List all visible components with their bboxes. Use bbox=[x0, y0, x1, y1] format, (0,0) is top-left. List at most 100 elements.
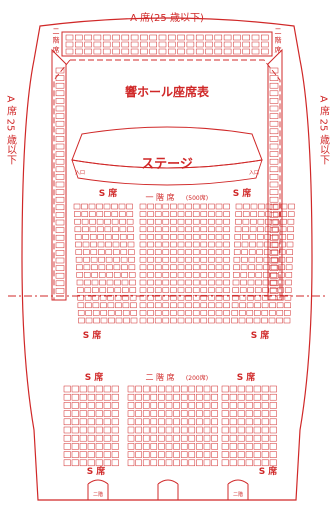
seat bbox=[63, 443, 71, 450]
seat bbox=[79, 426, 87, 434]
seat bbox=[139, 241, 147, 248]
seat bbox=[223, 310, 230, 316]
seat bbox=[55, 128, 65, 135]
seat bbox=[119, 226, 127, 233]
seat bbox=[119, 211, 126, 217]
seat bbox=[278, 272, 285, 278]
seat bbox=[180, 418, 188, 426]
seat bbox=[245, 402, 253, 409]
seat bbox=[103, 434, 111, 442]
seat bbox=[111, 443, 119, 450]
seat bbox=[271, 256, 278, 263]
seat bbox=[139, 203, 147, 210]
seat bbox=[251, 41, 260, 48]
seat bbox=[255, 279, 262, 286]
seat bbox=[285, 264, 293, 271]
seat bbox=[245, 451, 253, 458]
seat bbox=[215, 249, 223, 255]
seat bbox=[121, 272, 128, 278]
seat bbox=[223, 234, 230, 240]
seat bbox=[118, 203, 126, 210]
seat bbox=[162, 279, 170, 286]
seat bbox=[221, 402, 229, 409]
seat bbox=[232, 279, 240, 286]
seat bbox=[122, 302, 130, 309]
second-floor-box-right-label: 二 階 席 bbox=[274, 27, 282, 54]
seat bbox=[234, 234, 242, 240]
seat bbox=[232, 287, 239, 293]
seat bbox=[79, 410, 87, 417]
s-seat-label-lower-left: S 席 bbox=[85, 371, 104, 383]
seat bbox=[103, 410, 111, 417]
seat bbox=[74, 234, 82, 240]
seat bbox=[269, 426, 277, 434]
seat bbox=[82, 226, 89, 233]
seat bbox=[140, 41, 148, 48]
seat bbox=[269, 219, 279, 226]
seat bbox=[142, 418, 150, 426]
seat bbox=[269, 443, 277, 450]
seat bbox=[188, 393, 196, 401]
seat bbox=[162, 317, 170, 324]
seat bbox=[242, 234, 249, 240]
seat bbox=[71, 393, 79, 401]
seat bbox=[242, 34, 250, 41]
seat bbox=[162, 203, 170, 210]
seat bbox=[112, 34, 120, 41]
second-floor-seats bbox=[63, 385, 277, 467]
seat bbox=[269, 212, 279, 218]
seat bbox=[235, 211, 242, 217]
seat bbox=[200, 256, 208, 263]
seat bbox=[203, 410, 211, 417]
seat bbox=[162, 302, 170, 309]
seat bbox=[271, 241, 279, 248]
seat bbox=[63, 434, 71, 442]
seat bbox=[261, 402, 269, 409]
seat bbox=[142, 451, 150, 458]
seat bbox=[147, 279, 154, 286]
seat bbox=[180, 434, 188, 442]
seat bbox=[200, 218, 208, 225]
seat bbox=[87, 393, 95, 401]
seat bbox=[278, 249, 286, 255]
seat bbox=[269, 82, 279, 89]
seat bbox=[139, 317, 147, 324]
seat bbox=[127, 426, 135, 434]
seat bbox=[233, 249, 241, 255]
seat bbox=[215, 272, 223, 278]
seat bbox=[55, 67, 65, 74]
seat bbox=[177, 317, 185, 324]
stage-front bbox=[71, 159, 263, 186]
seat bbox=[262, 279, 270, 286]
seat bbox=[77, 287, 84, 293]
seat bbox=[253, 393, 261, 401]
seat bbox=[269, 459, 277, 467]
seat bbox=[245, 385, 253, 393]
seat bbox=[223, 48, 232, 55]
seat bbox=[285, 272, 293, 278]
seat bbox=[215, 226, 223, 233]
seat bbox=[188, 418, 196, 426]
seat bbox=[215, 256, 223, 263]
seat bbox=[105, 249, 113, 255]
seat bbox=[147, 249, 154, 255]
seat bbox=[250, 211, 257, 217]
seat bbox=[177, 48, 185, 55]
seat bbox=[63, 402, 71, 409]
seat bbox=[221, 393, 229, 401]
seat bbox=[279, 241, 286, 248]
seat bbox=[111, 459, 119, 467]
seat bbox=[242, 218, 250, 225]
seat bbox=[208, 234, 215, 240]
seat bbox=[180, 410, 188, 417]
seat bbox=[269, 434, 277, 442]
seat bbox=[129, 279, 136, 286]
seat bbox=[233, 272, 240, 278]
seat bbox=[107, 294, 114, 301]
seat bbox=[74, 218, 81, 225]
seat bbox=[229, 385, 237, 393]
seat bbox=[65, 41, 74, 48]
seat bbox=[87, 418, 95, 426]
seat bbox=[112, 241, 120, 248]
seat bbox=[55, 174, 65, 180]
